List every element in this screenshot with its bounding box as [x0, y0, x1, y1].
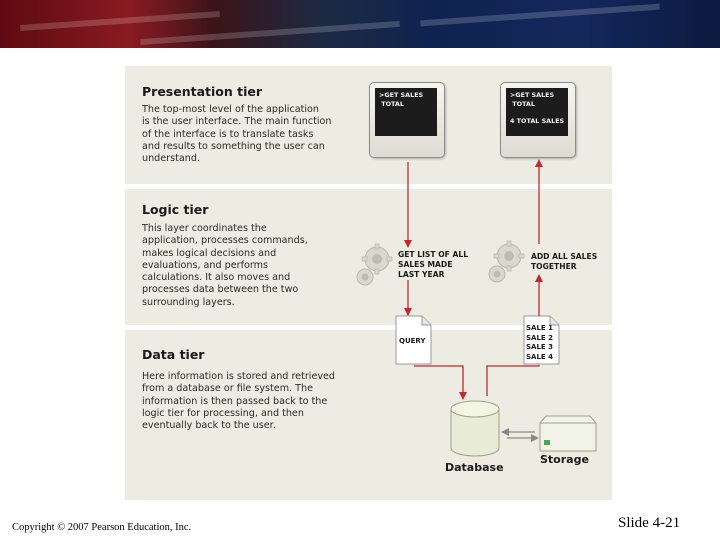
arrow-query-to-database	[414, 365, 467, 400]
monitor-left: >GET SALES TOTAL	[369, 82, 445, 160]
storage-icon	[539, 415, 597, 452]
get-sales-list-label: GET LIST OF ALL SALES MADE LAST YEAR	[398, 250, 469, 279]
logic-tier-title: Logic tier	[142, 202, 209, 217]
gear-icon-right	[488, 240, 525, 283]
flow-arrows	[404, 159, 543, 442]
data-tier-description: Here information is stored and retrieved…	[142, 371, 336, 432]
database-label: Database	[445, 461, 504, 474]
logic-tier-description: This layer coordinates the application, …	[142, 223, 308, 308]
data-tier-title: Data tier	[142, 347, 205, 362]
monitor-right: >GET SALES TOTAL 4 TOTAL SALES	[500, 82, 576, 160]
copyright-text: Copyright © 2007 Pearson Education, Inc.	[12, 522, 192, 533]
three-tier-diagram: Presentation tier The top-most level of …	[125, 66, 612, 500]
header-banner	[0, 0, 720, 48]
slide-number: Slide 4-21	[618, 515, 681, 531]
presentation-tier-description: The top-most level of the application is…	[142, 104, 332, 165]
sales-list-label: SALE 1 SALE 2 SALE 3 SALE 4	[526, 324, 554, 361]
query-label: QUERY	[399, 337, 426, 345]
storage-label: Storage	[540, 453, 589, 466]
monitor-right-screen: >GET SALES TOTAL 4 TOTAL SALES	[506, 88, 568, 136]
query-document-icon	[395, 315, 432, 365]
sales-document-icon	[523, 315, 560, 365]
gear-icon-left	[356, 243, 393, 286]
arrow-database-to-sales	[486, 365, 540, 396]
add-sales-label: ADD ALL SALES TOGETHER	[531, 252, 598, 271]
database-icon	[450, 400, 500, 457]
monitor-left-screen: >GET SALES TOTAL	[375, 88, 437, 136]
presentation-tier-title: Presentation tier	[142, 84, 263, 99]
